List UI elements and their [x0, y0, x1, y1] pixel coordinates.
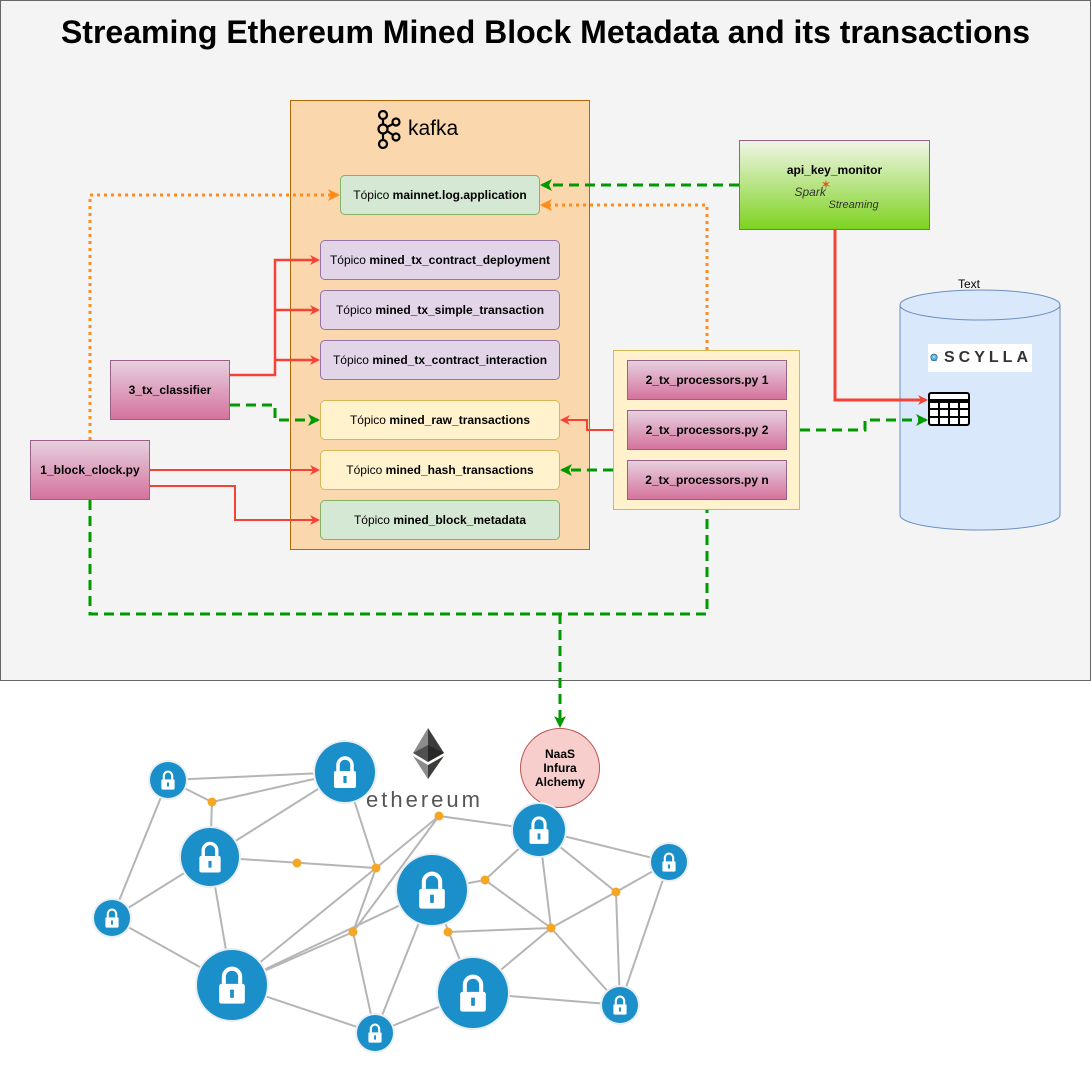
- scylla-label: Text: [958, 277, 981, 291]
- scylla-logo: SCYLLA: [928, 344, 1032, 372]
- topic-hash-transactions: Tópico mined_hash_transactions: [320, 450, 560, 490]
- edge-naas-bus: [88, 500, 709, 616]
- api-key-monitor-node: api_key_monitor Spark ✶ Streaming: [739, 140, 930, 230]
- topic-block-metadata: Tópico mined_block_metadata: [320, 500, 560, 540]
- scylla-monster-icon: [930, 353, 938, 362]
- kafka-icon: [377, 110, 401, 150]
- ethereum-wordmark: ethereum: [366, 787, 483, 812]
- naas-line-3: Alchemy: [534, 775, 586, 789]
- topic-name: mined_tx_simple_transaction: [375, 303, 545, 317]
- edge-classifier-deployment: [230, 255, 320, 377]
- streaming-text: Streaming: [828, 199, 879, 211]
- topic-contract-deployment: Tópico mined_tx_contract_deployment: [320, 240, 560, 280]
- lock-node-icon: [92, 898, 132, 938]
- edge-raw-classifier: [230, 403, 320, 426]
- topic-prefix: Tópico: [353, 188, 390, 202]
- edge-processor-raw: [560, 415, 613, 431]
- topic-name: mined_tx_contract_deployment: [369, 253, 551, 267]
- block-clock-node: 1_block_clock.py: [30, 440, 150, 500]
- spark-streaming-logo: Spark ✶ Streaming: [794, 177, 879, 213]
- lock-node-icon: [195, 948, 269, 1022]
- lock-node-icon: [313, 740, 377, 804]
- edge-monitor-scylla: [833, 230, 928, 405]
- diagram-title: Streaming Ethereum Mined Block Metadata …: [60, 14, 1031, 50]
- edge-clock-metadata: [150, 485, 320, 525]
- topic-name: mined_raw_transactions: [389, 413, 531, 427]
- topic-prefix: Tópico: [335, 303, 372, 317]
- lock-node-icon: [179, 826, 241, 888]
- naas-provider-node: NaaS Infura Alchemy: [520, 728, 600, 808]
- naas-line-1: NaaS: [544, 747, 576, 761]
- topic-name: mined_hash_transactions: [385, 463, 534, 477]
- topic-prefix: Tópico: [353, 513, 390, 527]
- naas-line-2: Infura: [543, 761, 577, 775]
- scylla-logo-text: SCYLLA: [944, 349, 1032, 366]
- topic-name: mined_tx_contract_interaction: [372, 353, 548, 367]
- spark-star-icon: ✶: [820, 177, 832, 192]
- topic-mainnet-log: Tópico mainnet.log.application: [340, 175, 540, 215]
- topic-prefix: Tópico: [346, 463, 383, 477]
- lock-node-icon: [511, 802, 567, 858]
- lock-node-icon: [600, 985, 640, 1025]
- topic-contract-interaction: Tópico mined_tx_contract_interaction: [320, 340, 560, 380]
- topic-raw-transactions: Tópico mined_raw_transactions: [320, 400, 560, 440]
- api-key-monitor-label: api_key_monitor: [786, 163, 883, 177]
- edge-processor-log: [540, 199, 709, 350]
- edge-clock-log: [88, 189, 340, 440]
- lock-node-icon: [649, 842, 689, 882]
- lock-node-icon: [395, 853, 469, 927]
- topic-simple-transaction: Tópico mined_tx_simple_transaction: [320, 290, 560, 330]
- topic-name: mined_block_metadata: [393, 513, 527, 527]
- tx-processor-2: 2_tx_processors.py 2: [627, 410, 787, 450]
- tx-processor-1: 2_tx_processors.py 1: [627, 360, 787, 400]
- topic-prefix: Tópico: [329, 253, 366, 267]
- kafka-logo-text: kafka: [408, 117, 459, 140]
- spark-text: Spark: [794, 185, 826, 199]
- tx-classifier-node: 3_tx_classifier: [110, 360, 230, 420]
- lock-node-icon: [355, 1013, 395, 1053]
- tx-processor-n: 2_tx_processors.py n: [627, 460, 787, 500]
- lock-node-icon: [436, 956, 510, 1030]
- topic-name: mainnet.log.application: [392, 188, 527, 202]
- edge-processor-scylla: [800, 414, 928, 432]
- lock-node-icon: [148, 760, 188, 800]
- topic-prefix: Tópico: [349, 413, 386, 427]
- topic-prefix: Tópico: [332, 353, 369, 367]
